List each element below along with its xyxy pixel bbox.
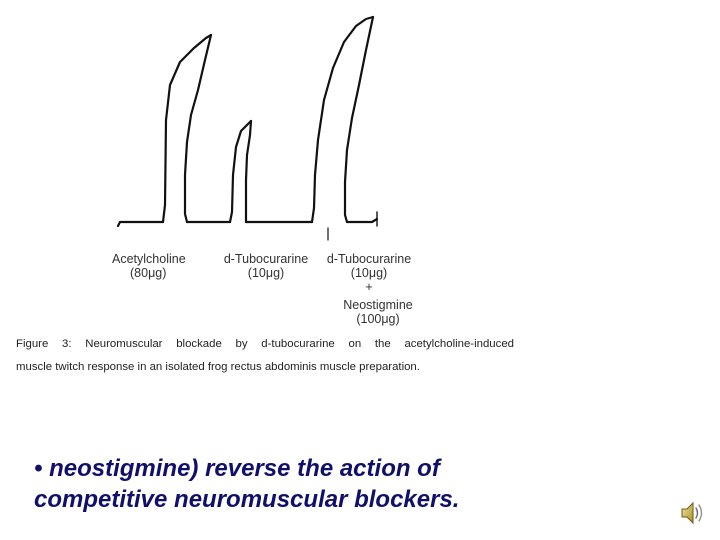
bullet-line-2: competitive neuromuscular blockers. [34,486,460,513]
kymograph-figure [116,15,379,241]
label-dtubocurarine-2: d-Tubocurarine (10μg) + [326,252,412,294]
slide-bullet-text: • neostigmine) reverse the action of com… [34,453,459,515]
caption-line-2: muscle twitch response in an isolated fr… [16,361,420,373]
bullet-line-1: • neostigmine) reverse the action of [34,455,440,482]
speaker-icon-graphic [681,501,703,525]
label-acetylcholine: Acetylcholine (80μg) [112,252,186,280]
label-dtubocurarine-1: d-Tubocurarine (10μg) [223,252,309,280]
figure-caption: Figure 3: Neuromuscular blockade by d-tu… [16,333,514,379]
caption-line-1: Figure 3: Neuromuscular blockade by d-tu… [16,338,514,350]
label-neostigmine: Neostigmine (100μg) [343,298,413,326]
speaker-icon[interactable] [676,498,706,528]
twitch-trace [116,15,379,241]
